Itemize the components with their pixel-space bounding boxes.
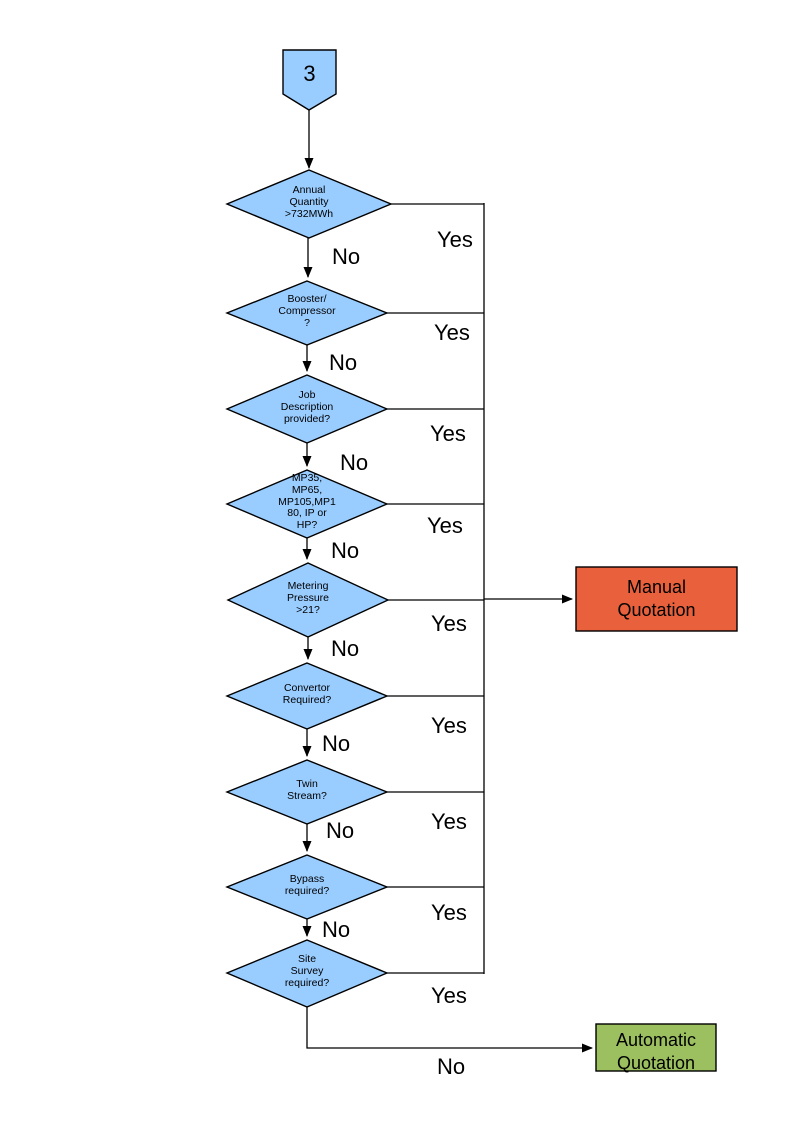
decision-job-description-shape [225,374,389,444]
edge-label-no-site-survey: No [437,1054,466,1079]
edge-label-yes-annual-quantity: Yes [437,227,473,252]
edge-label-no-twin-stream: No [326,818,355,843]
decision-booster-compressor-shape [225,280,389,346]
edge-label-yes-pressure-tier: Yes [427,513,463,538]
decision-annual-quantity-shape [225,169,393,239]
edge-label-yes-convertor-required: Yes [431,713,467,738]
decision-convertor-required-shape [225,662,389,730]
decision-pressure-tier-shape [225,469,389,539]
edge-label-no-bypass-required: No [322,917,351,942]
decision-bypass-required-shape [225,854,389,920]
edge-label-no-job-description: No [340,450,369,475]
edge-label-no-metering-pressure: No [331,636,360,661]
start-connector-shape [282,49,337,111]
edge-label-yes-bypass-required: Yes [431,900,467,925]
edge-label-yes-site-survey: Yes [431,983,467,1008]
decision-metering-pressure-shape [226,562,390,638]
edge-label-no-convertor-required: No [322,731,351,756]
terminal-manual-quotation-shape [575,566,738,632]
edge-label-no-booster-compressor: No [329,350,358,375]
edge-label-no-pressure-tier: No [331,538,360,563]
edge-no-site-survey-to-automatic [306,1007,593,1053]
decision-site-survey-shape [225,939,389,1008]
edge-label-yes-job-description: Yes [430,421,466,446]
terminal-automatic-quotation-shape [595,1023,717,1072]
edge-label-no-annual-quantity: No [332,244,361,269]
edge-label-yes-twin-stream: Yes [431,809,467,834]
edge-label-yes-booster-compressor: Yes [434,320,470,345]
edge-label-yes-metering-pressure: Yes [431,611,467,636]
decision-twin-stream-shape [225,759,389,825]
